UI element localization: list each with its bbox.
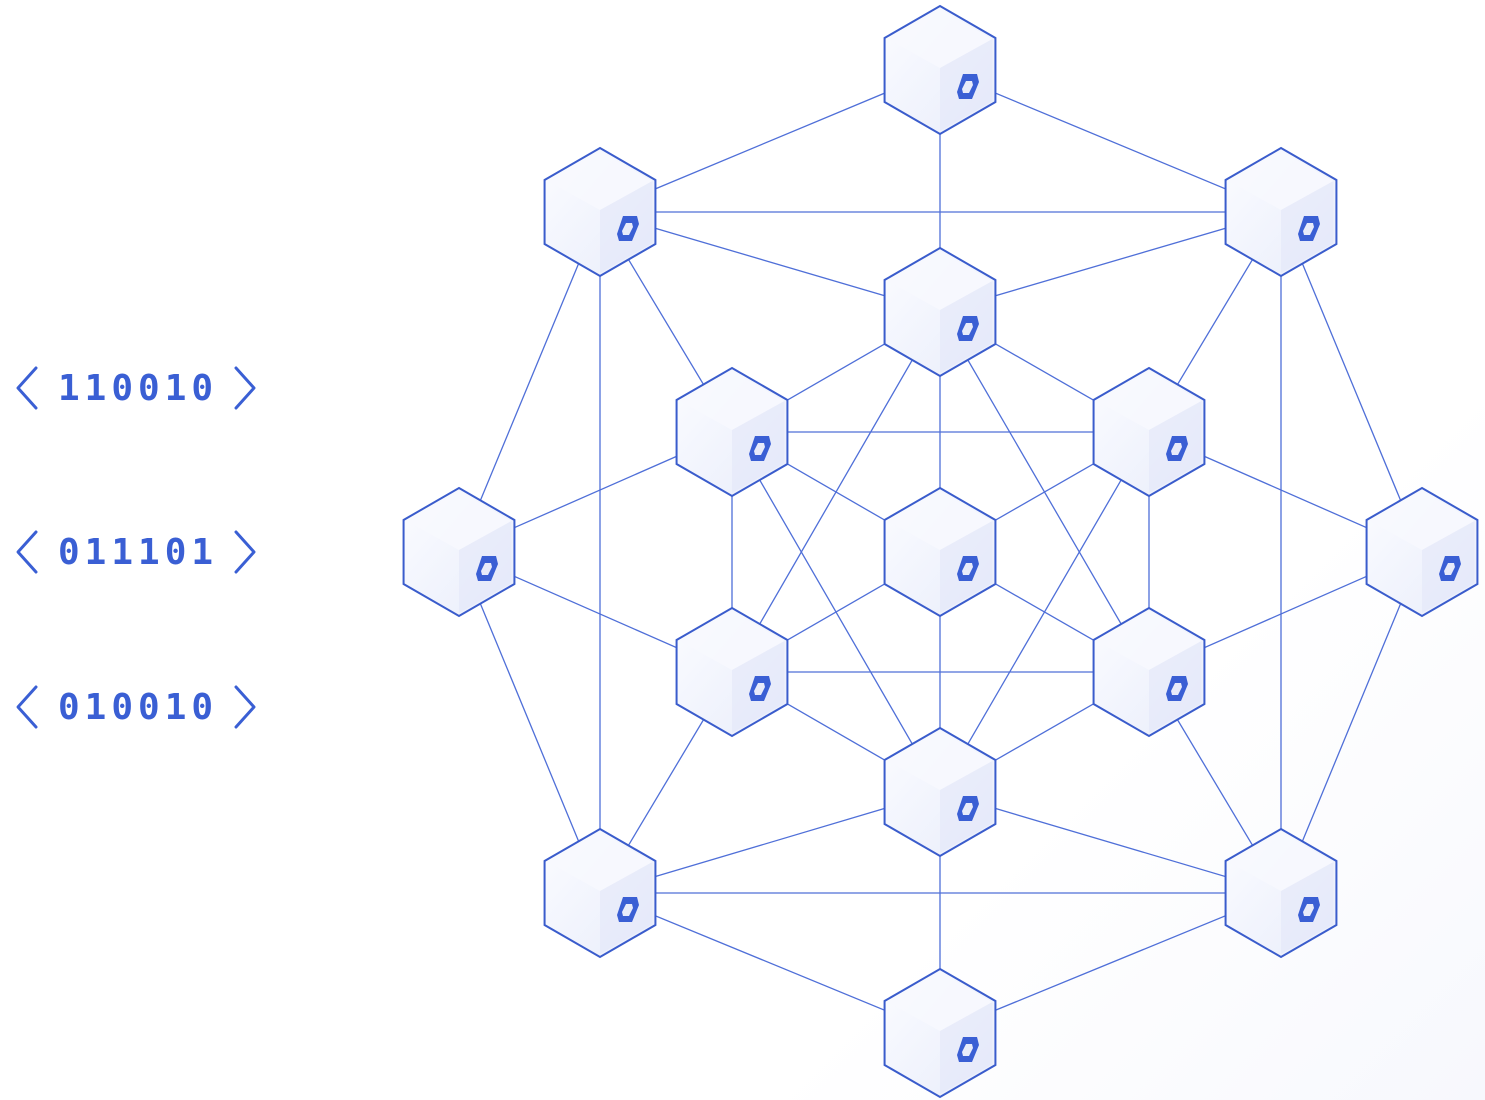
- block-node: [543, 827, 657, 959]
- binary-code-110010: 110010: [14, 360, 304, 416]
- block-node: [883, 726, 997, 858]
- block-node: [543, 146, 657, 278]
- network-edge: [458, 211, 601, 553]
- block-node: [883, 4, 997, 136]
- binary-code-011101: 011101: [14, 524, 304, 580]
- chevron-left-icon: [16, 530, 38, 574]
- block-node: [883, 967, 997, 1099]
- chain-link-icon: [749, 436, 771, 461]
- binary-code-list: 110010 011101 010010: [0, 0, 320, 1100]
- chain-link-icon: [957, 796, 979, 821]
- chain-link-icon: [1298, 897, 1320, 922]
- network-edge: [1280, 211, 1423, 553]
- chain-link-icon: [957, 1037, 979, 1062]
- block-node: [1224, 827, 1338, 959]
- network-edge: [1280, 551, 1423, 894]
- chevron-right-icon: [234, 366, 256, 410]
- chevron-right-icon: [234, 685, 256, 729]
- block-node: [1092, 606, 1206, 738]
- block-node: [1365, 486, 1479, 618]
- network-edge: [599, 211, 941, 313]
- binary-code-text: 011101: [58, 531, 219, 573]
- block-node: [883, 486, 997, 618]
- block-node: [675, 366, 789, 498]
- chain-link-icon: [617, 216, 639, 241]
- network-edge: [939, 211, 1282, 313]
- chevron-left-icon: [16, 685, 38, 729]
- chain-link-icon: [476, 556, 498, 581]
- binary-code-010010: 010010: [14, 679, 304, 735]
- block-node: [883, 246, 997, 378]
- network-edge: [599, 69, 941, 213]
- chain-link-icon: [957, 316, 979, 341]
- binary-code-text: 010010: [58, 686, 219, 728]
- block-node: [675, 606, 789, 738]
- chain-link-icon: [617, 897, 639, 922]
- chain-link-icon: [1439, 556, 1461, 581]
- chain-link-icon: [1298, 216, 1320, 241]
- chain-link-icon: [1166, 436, 1188, 461]
- network-edge: [939, 892, 1282, 1034]
- network-edge: [458, 551, 601, 894]
- network-edge: [599, 892, 941, 1034]
- chain-link-icon: [749, 676, 771, 701]
- block-node: [402, 486, 516, 618]
- chain-link-icon: [1166, 676, 1188, 701]
- chevron-right-icon: [234, 530, 256, 574]
- chain-link-icon: [957, 556, 979, 581]
- binary-code-text: 110010: [58, 367, 219, 409]
- chain-link-icon: [957, 74, 979, 99]
- block-node: [1092, 366, 1206, 498]
- block-node: [1224, 146, 1338, 278]
- chevron-left-icon: [16, 366, 38, 410]
- network-edge: [939, 69, 1282, 213]
- network-edge: [599, 791, 941, 894]
- network-edge: [939, 791, 1282, 894]
- network-nodes: [402, 4, 1479, 1099]
